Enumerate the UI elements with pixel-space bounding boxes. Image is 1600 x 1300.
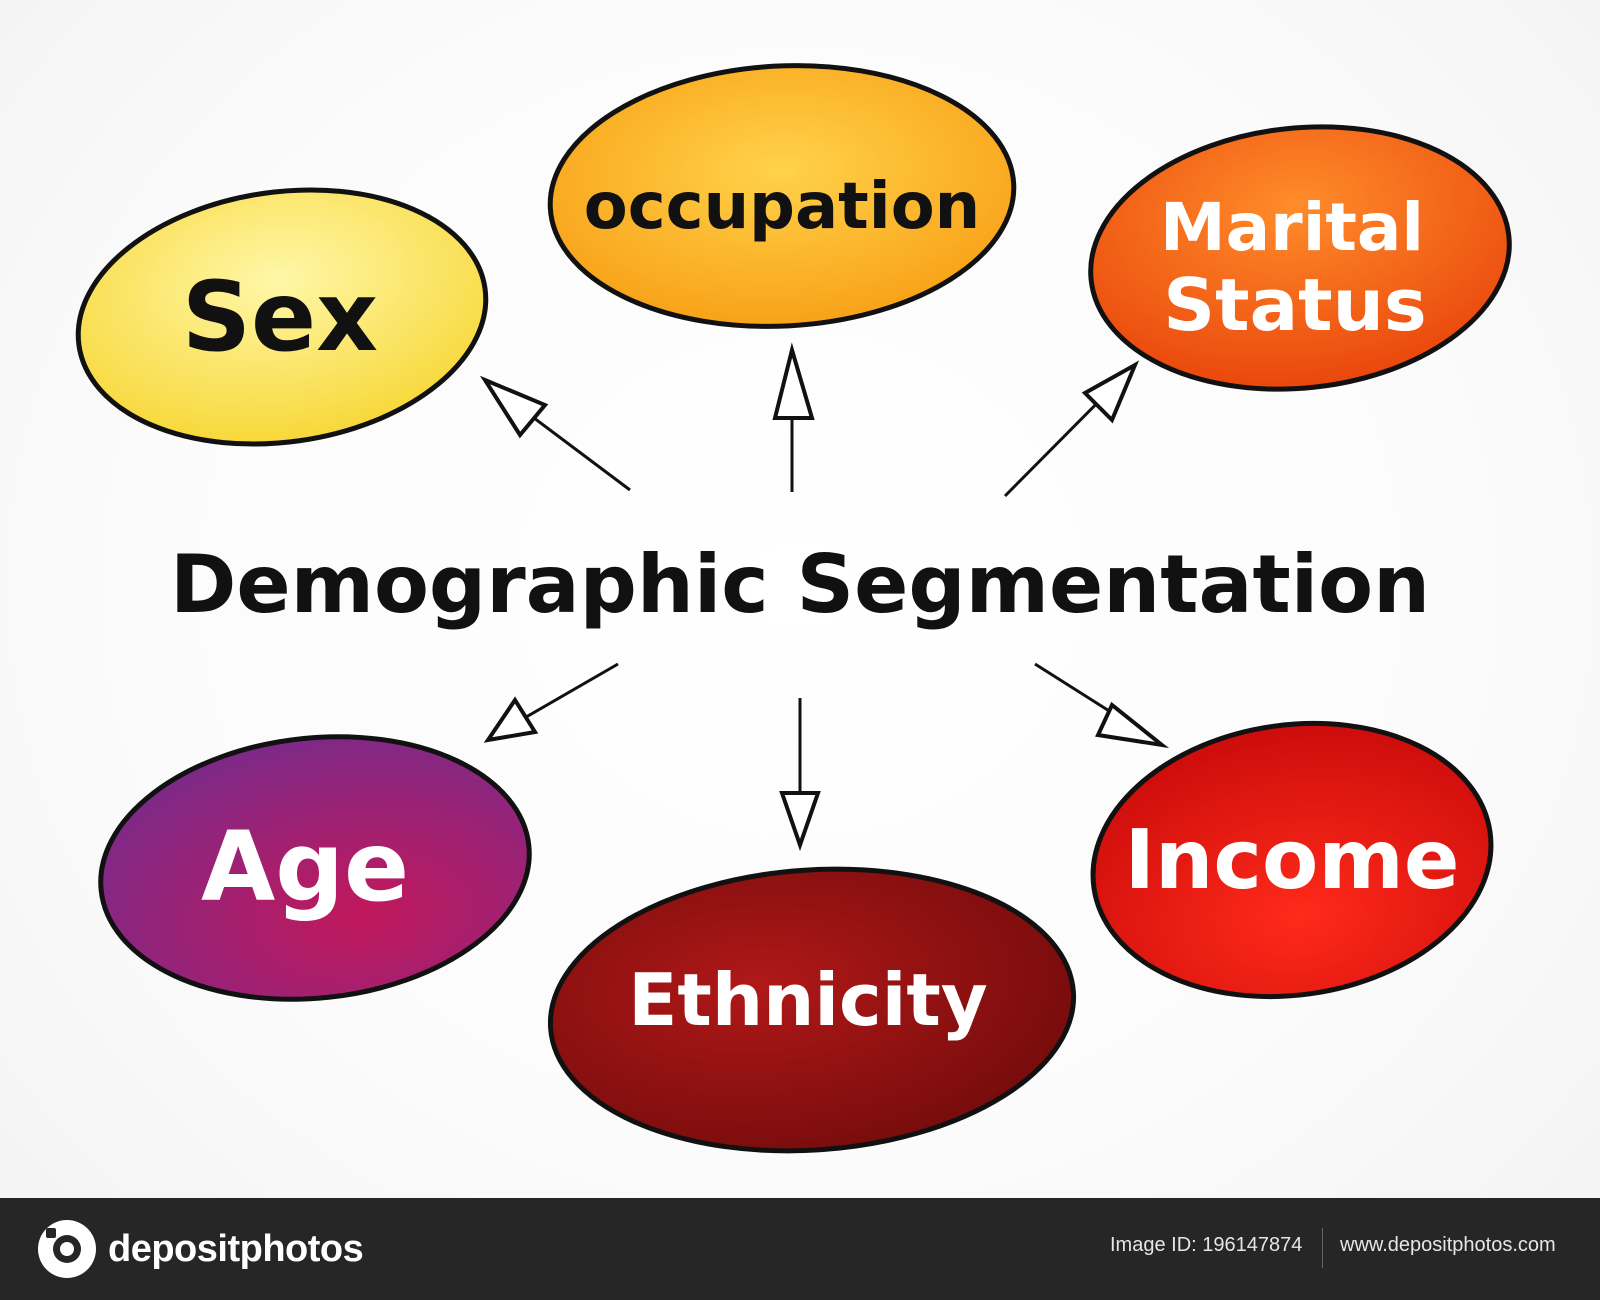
node-age: Age [98, 734, 532, 1002]
site-url[interactable]: www.depositphotos.com [1340, 1234, 1556, 1256]
arrow-to-sex [479, 375, 631, 492]
footer-bar: depositphotos Image ID: 196147874 www.de… [0, 1198, 1600, 1300]
node-marital-status: Marital Status [1088, 124, 1512, 392]
node-occupation: occupation [547, 63, 1017, 329]
camera-icon [38, 1220, 96, 1278]
arrow-to-ethnicity [779, 698, 821, 852]
node-sex: Sex [75, 187, 489, 447]
arrow-to-occupation [772, 342, 815, 492]
node-occupation-label: occupation [584, 170, 980, 244]
node-ethnicity: Ethnicity [547, 866, 1077, 1154]
node-marital-label-line1: Marital [1160, 189, 1424, 266]
footer-divider [1322, 1228, 1323, 1268]
image-id: Image ID: 196147874 [1110, 1234, 1303, 1256]
node-income-label: Income [1125, 813, 1460, 908]
node-age-label: Age [201, 811, 409, 923]
mind-map: Sex occupation Marital Status Age Ethnic… [75, 63, 1512, 1154]
node-marital-label-line2: Status [1163, 263, 1426, 347]
node-ethnicity-label: Ethnicity [628, 958, 988, 1042]
arrow-to-income [1034, 662, 1170, 749]
node-income: Income [1090, 720, 1494, 1000]
center-title: Demographic Segmentation [170, 538, 1430, 631]
brand-name: depositphotos [108, 1227, 364, 1270]
brand-logo[interactable]: depositphotos [38, 1220, 364, 1278]
arrow-to-age [483, 662, 619, 743]
arrow-to-marital [1003, 360, 1140, 498]
node-sex-label: Sex [182, 261, 378, 373]
